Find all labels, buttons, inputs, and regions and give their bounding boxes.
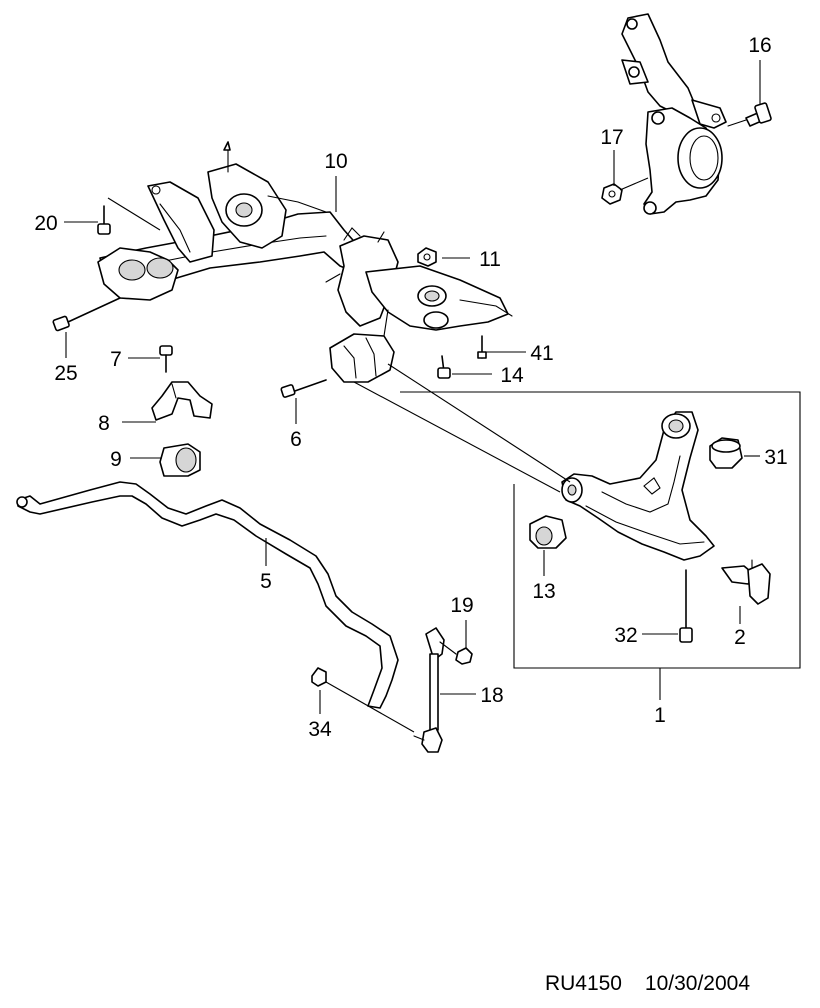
callout-1: 1 (654, 704, 666, 727)
callout-16: 16 (748, 34, 771, 57)
front-bushing (529, 515, 567, 549)
callout-17: 17 (600, 126, 623, 149)
callout-11: 11 (479, 248, 501, 271)
diagram-footer: RU4150 10/30/2004 (545, 972, 750, 995)
knuckle-nut (601, 183, 623, 205)
subframe-bolt-lower (437, 355, 451, 379)
callout-14: 14 (500, 364, 524, 387)
ball-joint-bolt (679, 569, 693, 643)
subframe-bolt-rear (477, 335, 487, 359)
knuckle-bolt (727, 102, 772, 127)
front-subframe (97, 141, 513, 383)
callout-18: 18 (480, 684, 503, 707)
lower-control-arm (561, 411, 715, 561)
subframe-bolt-upper (97, 205, 111, 235)
rear-bushing (709, 437, 743, 469)
ball-joint (721, 559, 771, 605)
callout-31: 31 (764, 446, 787, 469)
stabilizer-link (413, 627, 457, 753)
callout-7: 7 (110, 348, 122, 371)
diagram-date: 10/30/2004 (645, 972, 750, 995)
link-nut-lower (311, 667, 327, 687)
callout-13: 13 (532, 580, 555, 603)
callout-34: 34 (308, 718, 332, 741)
control-arm-assembly-box (400, 391, 801, 669)
clamp-bolt (159, 345, 173, 373)
callout-8: 8 (98, 412, 110, 435)
callout-10: 10 (324, 150, 347, 173)
callout-32: 32 (614, 624, 637, 647)
link-nut-upper (455, 647, 473, 665)
callout-9: 9 (110, 448, 122, 471)
steering-knuckle (621, 13, 727, 215)
stabilizer-bushing (159, 443, 201, 477)
subframe-nut (417, 247, 437, 267)
diagram-code: RU4150 (545, 972, 622, 995)
arm-mount-bolt (280, 379, 327, 398)
stabilizer-clamp (151, 381, 213, 421)
callout-labels: 16 17 10 20 11 41 7 25 14 8 6 31 9 5 13 … (34, 34, 787, 741)
subframe-bolt-front (52, 297, 121, 332)
callout-25: 25 (54, 362, 77, 385)
callout-5: 5 (260, 570, 272, 593)
callout-19: 19 (450, 594, 473, 617)
callout-6: 6 (290, 428, 302, 451)
callout-41: 41 (530, 342, 553, 365)
stabilizer-bar (16, 481, 399, 709)
leader-lines (64, 60, 761, 733)
callout-20: 20 (34, 212, 57, 235)
callout-2: 2 (734, 626, 746, 649)
